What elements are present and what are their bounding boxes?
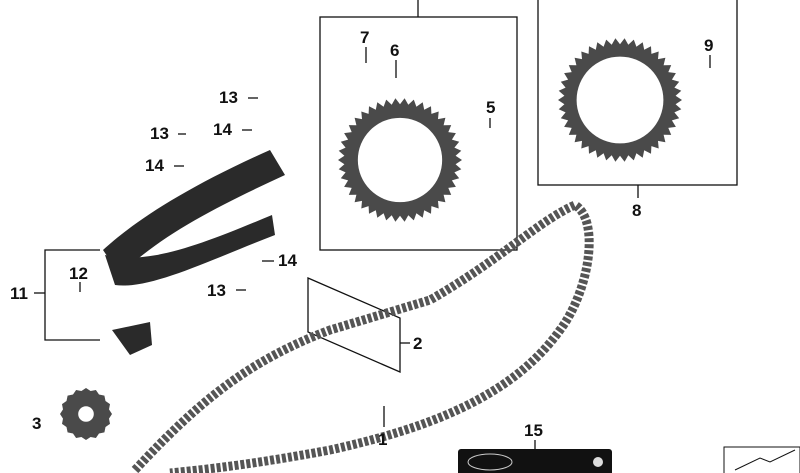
rear-sprocket-a-hub-cutout	[357, 117, 443, 203]
callout-14: 14	[278, 251, 297, 270]
sprockets	[60, 38, 682, 440]
callout-3: 3	[32, 414, 42, 433]
sticker-chain-icon	[467, 453, 513, 471]
rear-sprocket-b-hub-cutout	[576, 56, 664, 144]
symbol-mark	[734, 449, 796, 471]
callout-6: 6	[390, 41, 400, 60]
callout-11: 11	[10, 284, 28, 303]
callout-13: 13	[207, 281, 226, 300]
front-sprocket-hub-cutout	[78, 406, 94, 422]
callout-14: 14	[213, 120, 232, 139]
callout-13: 13	[150, 124, 169, 143]
callout-15: 15	[524, 421, 543, 440]
callout-1: 1	[378, 430, 388, 449]
chain-tension-label-sticker	[458, 449, 612, 473]
drive-chain	[131, 199, 594, 473]
callout-2: 2	[413, 334, 423, 353]
bracket-11	[44, 249, 100, 341]
sticker-logo-icon	[593, 457, 603, 467]
frames	[34, 0, 738, 450]
callout-8: 8	[632, 201, 642, 220]
chain-slider	[112, 322, 152, 355]
scissor-symbol-box	[723, 446, 800, 473]
chain-guide-lower	[105, 215, 275, 286]
chain-link-frame	[307, 277, 401, 373]
callout-9: 9	[704, 36, 714, 55]
chain-guide-upper	[103, 150, 285, 275]
callout-12: 12	[69, 264, 88, 283]
callout-14: 14	[145, 156, 164, 175]
callout-13: 13	[219, 88, 238, 107]
callout-7: 7	[360, 28, 370, 47]
callout-5: 5	[486, 98, 496, 117]
